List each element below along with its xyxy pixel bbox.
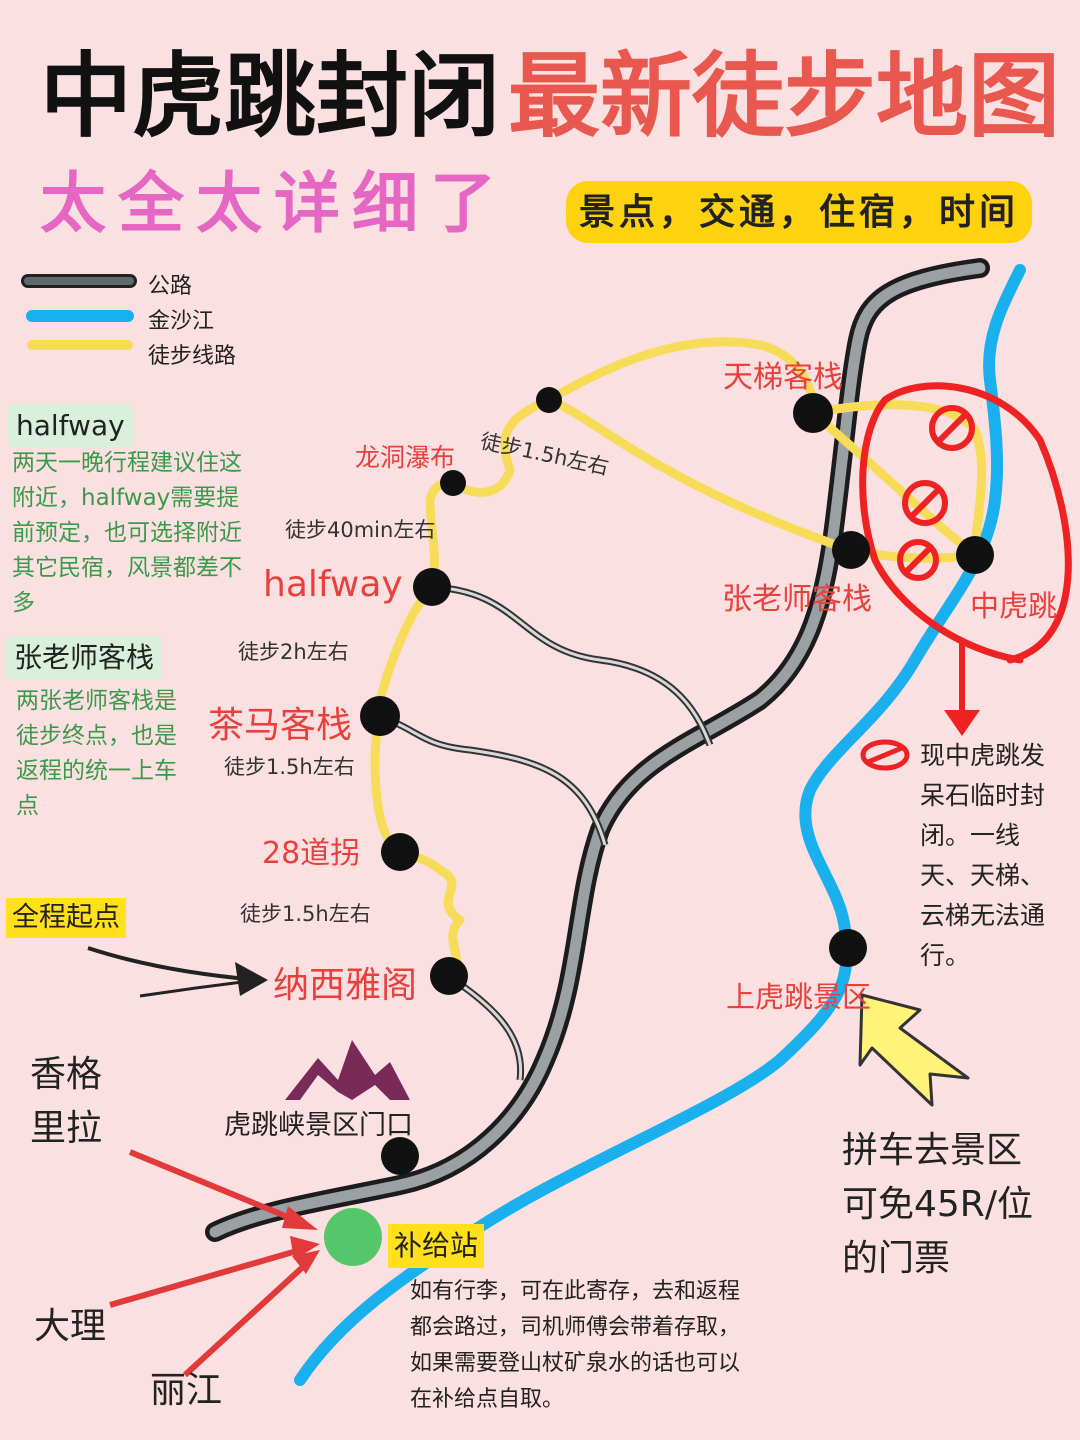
side-road-halfway xyxy=(429,583,714,747)
walk-time-2: 徒步40min左右 xyxy=(285,518,436,542)
trail-tianti-zhang xyxy=(544,395,855,555)
origin-lijiang: 丽江 xyxy=(150,1370,223,1411)
walk-time-5: 徒步1.5h左右 xyxy=(240,902,371,926)
closure-note: 现中虎跳发呆石临时封闭。一线天、天梯、云梯无法通行。 xyxy=(920,741,1046,970)
label-zhonghutiao: 中虎跳 xyxy=(970,589,1058,623)
no-entry-icon xyxy=(897,539,939,581)
no-entry-legend-icon xyxy=(860,739,910,771)
tianti-node xyxy=(793,393,833,433)
jinsha-river xyxy=(294,264,1026,1386)
legend-road-label: 公路 xyxy=(148,274,193,299)
label-longdong: 龙洞瀑布 xyxy=(355,443,456,472)
closure-ring xyxy=(859,382,1072,664)
start-tag: 全程起点 xyxy=(6,898,126,938)
start-arrow xyxy=(87,946,268,998)
no-entry-icon xyxy=(929,405,975,451)
label-zhang: 张老师客栈 xyxy=(722,582,872,617)
arrow-from-dali xyxy=(109,1236,320,1308)
label-naxi: 纳西雅阁 xyxy=(273,965,418,1006)
walk-time-3: 徒步2h左右 xyxy=(238,640,349,664)
zhang-node xyxy=(832,531,870,569)
label-gate: 虎跳峡景区门口 xyxy=(224,1110,413,1141)
shanghutiao-node xyxy=(829,929,867,967)
waypoint-node xyxy=(536,387,562,413)
label-tianti: 天梯客栈 xyxy=(723,360,843,395)
walk-time-4: 徒步1.5h左右 xyxy=(224,755,355,779)
chama-node xyxy=(360,696,400,736)
origin-shangrila: 香格里拉 xyxy=(30,1054,103,1149)
origin-dali: 大理 xyxy=(34,1306,107,1347)
legend-river-label: 金沙江 xyxy=(148,309,215,334)
carpool-note: 拼车去景区可免45R/位的门票 xyxy=(842,1130,1033,1279)
arrow-from-shangrila xyxy=(128,1149,318,1230)
label-supply: 补给站 xyxy=(388,1224,485,1268)
daoguai-node xyxy=(381,833,419,871)
topic-badge: 景点，交通，住宿，时间 xyxy=(566,181,1032,243)
page-subtitle: 太全太详细了 xyxy=(40,164,508,242)
trail-tianti-zhong xyxy=(808,400,987,560)
no-entry-icon xyxy=(902,480,948,526)
halfway-node xyxy=(413,568,451,606)
page-title-highlight: 最新徒步地图 xyxy=(508,42,1061,150)
label-shanghutiao: 上虎跳景区 xyxy=(726,980,872,1014)
info-halfway-text: 两天一晚行程建议住这附近，halfway需要提前预定，也可选择附近其它民宿，风景… xyxy=(12,450,242,616)
page-title-main: 中虎跳封闭 xyxy=(40,42,501,150)
naxi-node xyxy=(430,957,468,995)
carpool-arrow xyxy=(858,993,970,1107)
mountain-icon xyxy=(285,1040,410,1100)
info-zhang-tag: 张老师客栈 xyxy=(6,636,163,680)
gate-node xyxy=(381,1137,419,1175)
longdong-node xyxy=(440,470,466,496)
supply-note: 如有行李，可在此寄存，去和返程都会路过，司机师傅会带着存取，如果需要登山杖矿泉水… xyxy=(410,1279,741,1412)
closure-arrow-head xyxy=(944,710,980,736)
legend-trail-label: 徒步线路 xyxy=(148,344,237,369)
label-halfway: halfway xyxy=(263,564,403,605)
arrow-from-lijiang xyxy=(182,1250,320,1378)
supply-station-node xyxy=(324,1208,382,1266)
side-road-chama xyxy=(376,712,609,846)
info-halfway-tag: halfway xyxy=(8,404,133,448)
label-daoguai: 28道拐 xyxy=(262,836,361,871)
info-zhang-text: 两张老师客栈是徒步终点，也是返程的统一上车点 xyxy=(16,688,177,819)
label-chama: 茶马客栈 xyxy=(208,705,353,746)
zhonghutiao-node xyxy=(956,536,994,574)
